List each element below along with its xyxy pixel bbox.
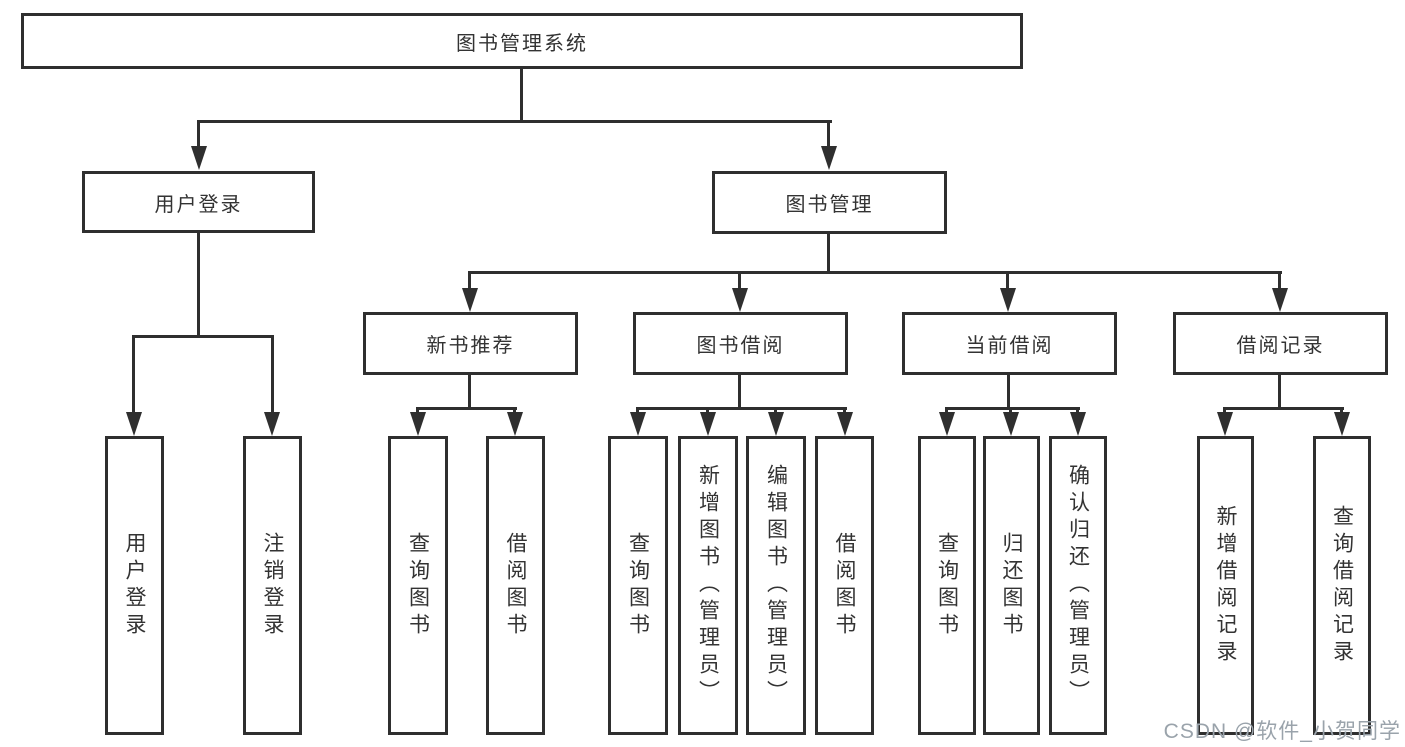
node-label: 图书借阅 [696, 335, 785, 357]
arrow-down-icon [821, 146, 837, 170]
connector-vline [416, 407, 419, 416]
connector-vline [636, 407, 639, 416]
leaf-label: 借阅图书 [833, 531, 857, 640]
arrow-down-icon [630, 412, 646, 436]
leaf-confirm-return-admin: 确认归还（管理员） [1049, 436, 1107, 735]
leaf-label: 注销登录 [261, 531, 285, 640]
connector-vline [1278, 375, 1281, 410]
connector-vline [132, 338, 135, 414]
arrow-down-icon [700, 412, 716, 436]
node-label: 当前借阅 [965, 335, 1054, 357]
connector-vline [1006, 274, 1009, 292]
node-label: 借阅记录 [1236, 335, 1325, 357]
arrow-down-icon [1334, 412, 1350, 436]
node-user-login: 用户登录 [82, 171, 315, 233]
leaf-label: 编辑图书（管理员） [764, 464, 788, 707]
leaf-label: 查询借阅记录 [1330, 504, 1354, 667]
leaf-label: 查询图书 [935, 531, 959, 640]
arrow-down-icon [1000, 288, 1016, 312]
leaf-label: 确认归还（管理员） [1066, 464, 1090, 707]
connector-hline [945, 407, 1080, 410]
leaf-add-books-admin: 新增图书（管理员） [678, 436, 738, 735]
connector-vline [827, 120, 830, 148]
connector-hline [1223, 407, 1344, 410]
connector-hline [636, 407, 847, 410]
connector-vline [1009, 407, 1012, 416]
node-new-book-recommend: 新书推荐 [363, 312, 578, 375]
arrow-down-icon [1070, 412, 1086, 436]
leaf-query-books-recommend: 查询图书 [388, 436, 448, 735]
leaf-borrow-books: 借阅图书 [815, 436, 874, 735]
arrow-down-icon [126, 412, 142, 436]
leaf-query-books-borrow: 查询图书 [608, 436, 668, 735]
arrow-down-icon [837, 412, 853, 436]
leaf-borrow-books-recommend: 借阅图书 [486, 436, 545, 735]
connector-hline [468, 271, 1282, 274]
node-book-borrow: 图书借阅 [633, 312, 848, 375]
node-current-borrow: 当前借阅 [902, 312, 1117, 375]
arrow-down-icon [410, 412, 426, 436]
node-label: 用户登录 [154, 193, 243, 216]
node-library-management-system: 图书管理系统 [21, 13, 1023, 69]
connector-hline [197, 120, 832, 123]
node-label: 图书管理系统 [456, 32, 588, 55]
arrow-down-icon [768, 412, 784, 436]
connector-vline [1076, 407, 1079, 416]
connector-hline [132, 335, 274, 338]
leaf-label: 归还图书 [1000, 531, 1024, 640]
connector-vline [774, 407, 777, 416]
leaf-add-borrow-record: 新增借阅记录 [1197, 436, 1254, 735]
arrow-down-icon [191, 146, 207, 170]
leaf-label: 查询图书 [406, 531, 430, 640]
node-book-management: 图书管理 [712, 171, 947, 234]
node-label: 图书管理 [785, 194, 874, 216]
connector-vline [738, 274, 741, 292]
node-label: 新书推荐 [426, 335, 515, 357]
connector-vline [1278, 274, 1281, 292]
leaf-query-borrow-record: 查询借阅记录 [1313, 436, 1371, 735]
csdn-watermark: CSDN @软件_小贺同学 [1163, 720, 1401, 743]
arrow-down-icon [1003, 412, 1019, 436]
leaf-logout: 注销登录 [243, 436, 302, 735]
leaf-label: 新增借阅记录 [1214, 504, 1238, 667]
connector-vline [827, 234, 830, 274]
leaf-user-login: 用户登录 [105, 436, 164, 735]
connector-vline [271, 338, 274, 414]
connector-vline [706, 407, 709, 416]
arrow-down-icon [264, 412, 280, 436]
leaf-label: 借阅图书 [504, 531, 528, 640]
leaf-query-books-current: 查询图书 [918, 436, 976, 735]
connector-vline [1223, 407, 1226, 416]
connector-vline [520, 69, 523, 120]
leaf-edit-books-admin: 编辑图书（管理员） [746, 436, 806, 735]
arrow-down-icon [462, 288, 478, 312]
node-borrow-record: 借阅记录 [1173, 312, 1388, 375]
connector-vline [468, 274, 471, 292]
connector-vline [738, 375, 741, 410]
leaf-label: 新增图书（管理员） [696, 464, 720, 707]
leaf-return-books: 归还图书 [983, 436, 1040, 735]
arrow-down-icon [1272, 288, 1288, 312]
connector-vline [1340, 407, 1343, 416]
arrow-down-icon [939, 412, 955, 436]
connector-vline [513, 407, 516, 416]
arrow-down-icon [1217, 412, 1233, 436]
connector-vline [197, 233, 200, 337]
connector-vline [843, 407, 846, 416]
arrow-down-icon [507, 412, 523, 436]
arrow-down-icon [732, 288, 748, 312]
connector-vline [945, 407, 948, 416]
leaf-label: 查询图书 [626, 531, 650, 640]
connector-hline [416, 407, 517, 410]
leaf-label: 用户登录 [123, 531, 147, 640]
connector-vline [1007, 375, 1010, 410]
connector-vline [197, 120, 200, 148]
connector-vline [468, 375, 471, 410]
